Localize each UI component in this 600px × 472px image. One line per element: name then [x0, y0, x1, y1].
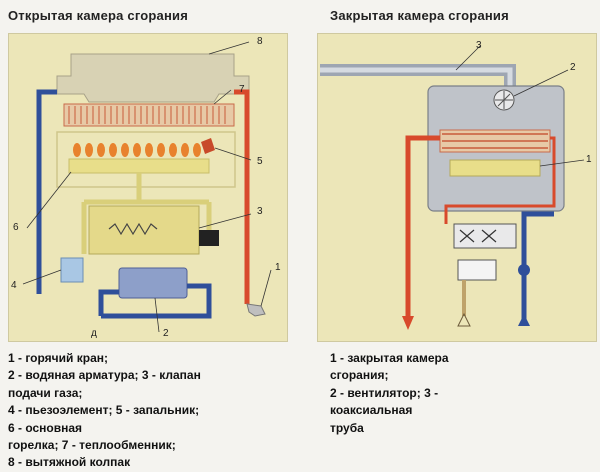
callout-leaders: [22, 41, 272, 333]
valve-block: [453, 223, 517, 249]
legend-line: сгорания;: [330, 368, 389, 383]
legend-line: 2 - вентилятор; 3 -: [330, 385, 439, 400]
cold-water-return: [36, 89, 57, 294]
valve-marks: [459, 229, 497, 243]
callout-1: 1: [275, 262, 281, 273]
open-chamber-diagram: 8 7 5 3 6 4 2 1 д: [8, 33, 288, 342]
draft-hood: [56, 53, 250, 103]
gas-valve-solenoid: [199, 230, 219, 246]
legend-line: подачи газа;: [8, 385, 83, 400]
callout-6: 6: [13, 222, 19, 233]
main-burner: [68, 158, 210, 174]
gas-lines: [81, 173, 212, 254]
pilot-igniter: [201, 138, 215, 154]
hot-water-tap: [246, 303, 266, 317]
closed-chamber-diagram: 3 2 1: [317, 33, 597, 342]
cold-water-pipe: [98, 283, 212, 319]
callout-5: 5: [257, 156, 263, 167]
legend-line: горелка; 7 - теплообменник;: [8, 438, 176, 453]
exchanger-coil: [442, 133, 548, 149]
small-mark: д: [91, 328, 97, 339]
cold-water-pipe-closed: [521, 211, 554, 324]
legend-line: коаксиальная: [330, 403, 413, 418]
legend-line: труба: [330, 420, 364, 435]
control-box: [457, 259, 497, 281]
callout-right-2: 2: [570, 62, 576, 73]
closed-chamber-svg: 3 2 1: [320, 40, 592, 330]
callout-leaders-right: [455, 45, 585, 167]
heat-exchanger: [63, 103, 235, 127]
closed-chamber-title: Закрытая камера сгорания: [330, 8, 509, 23]
hot-loop: [444, 136, 556, 224]
legend-line: 1 - закрытая камера: [330, 351, 449, 365]
piezo-element: [60, 257, 84, 283]
callout-7: 7: [239, 84, 245, 95]
legend-line: 1 - горячий кран;: [8, 351, 108, 365]
hot-water-pipe: [234, 89, 250, 304]
water-valve: [118, 267, 188, 299]
fan-blades: [495, 91, 513, 109]
burner-closed: [449, 159, 541, 177]
gas-arrow: [457, 312, 471, 327]
callout-4: 4: [11, 280, 17, 291]
legend-line: 8 - вытяжной колпак: [8, 455, 131, 470]
callout-right-1: 1: [586, 154, 592, 165]
callout-2: 2: [163, 328, 169, 339]
callout-right-3: 3: [476, 40, 482, 51]
callout-8: 8: [257, 36, 263, 47]
gas-valve-spring: [108, 222, 158, 236]
open-chamber-legend: 1 - горячий кран; 2 - водяная арматура; …: [8, 350, 300, 472]
hot-water-pipe-closed: [405, 135, 440, 316]
cold-water-valve: [518, 264, 530, 276]
closed-chamber-legend: 1 - закрытая камера сгорания; 2 - вентил…: [330, 350, 550, 437]
combustion-chamber: [56, 131, 236, 188]
callout-3: 3: [257, 206, 263, 217]
legend-line: 6 - основная: [8, 420, 83, 435]
gas-valve: [88, 205, 200, 255]
open-chamber-svg: 8 7 5 3 6 4 2 1 д: [11, 36, 281, 339]
burner-flames: [73, 143, 201, 157]
cold-water-arrow: [518, 314, 530, 326]
legend-line: 4 - пьезоэлемент; 5 - запальник;: [8, 403, 200, 418]
hot-water-arrow: [402, 316, 414, 330]
legend-line: 2 - водяная арматура; 3 - клапан: [8, 368, 201, 383]
open-chamber-title: Открытая камера сгорания: [8, 8, 189, 23]
heat-exchanger-fins: [68, 106, 226, 124]
